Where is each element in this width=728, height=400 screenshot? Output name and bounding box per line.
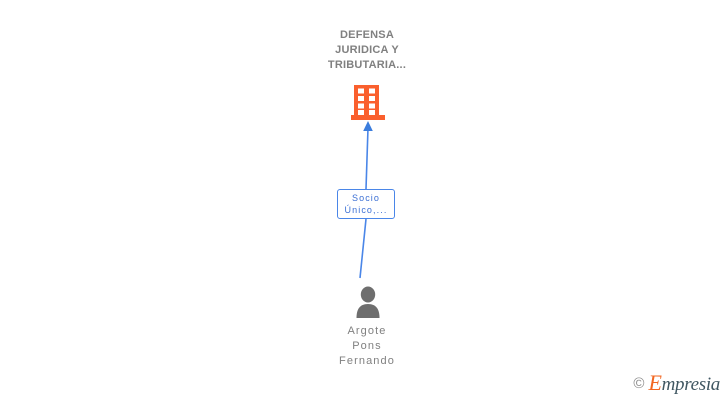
brand-rest: mpresia	[661, 374, 721, 395]
copyright-icon: ©	[633, 374, 645, 392]
brand-initial: E	[648, 370, 662, 395]
building-icon[interactable]	[351, 85, 385, 120]
up-arrow-icon	[363, 121, 373, 131]
connector-line-lower	[359, 218, 367, 279]
person-node[interactable]: Argote Pons Fernando	[297, 324, 437, 369]
watermark: © Empresia	[633, 370, 721, 395]
connector-line-upper	[365, 127, 369, 190]
person-name-label: Argote Pons Fernando	[339, 325, 395, 367]
brand-logo: Empresia	[648, 370, 721, 395]
person-avatar-icon[interactable]	[353, 286, 383, 318]
company-name-label: DEFENSA JURIDICA Y TRIBUTARIA...	[327, 29, 407, 71]
relation-label-line-2: Único,...	[344, 205, 388, 215]
company-node[interactable]: DEFENSA JURIDICA Y TRIBUTARIA...	[297, 28, 437, 73]
relation-label-line-1: Socio	[351, 193, 380, 203]
relation-label-box[interactable]: Socio Único,...	[337, 189, 395, 219]
